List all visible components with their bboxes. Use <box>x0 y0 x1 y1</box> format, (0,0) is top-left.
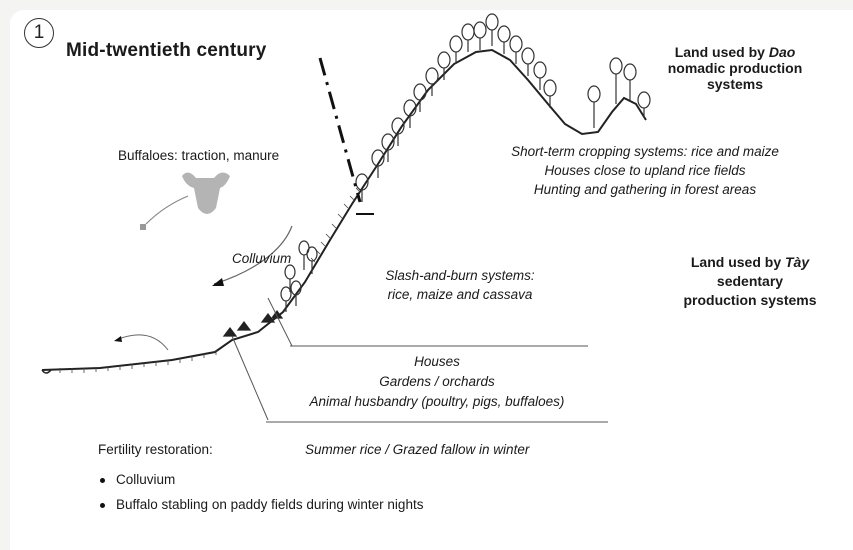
upland-line1: Short-term cropping systems: rice and ma… <box>460 142 830 161</box>
buffaloes-label: Buffaloes: traction, manure <box>118 148 279 163</box>
village-line1: Houses <box>262 352 612 372</box>
tay-land-label: Land used by Tày sedentary production sy… <box>655 253 845 310</box>
buffalo-arrow <box>146 196 188 224</box>
slash-and-burn-text: Slash-and-burn systems: rice, maize and … <box>350 266 570 304</box>
bullet-item-colluvium: Colluvium <box>116 472 175 487</box>
upland-line3: Hunting and gathering in forest areas <box>460 180 830 199</box>
village-zone-text: Houses Gardens / orchards Animal husband… <box>262 352 612 412</box>
lowland-arrow <box>116 335 168 350</box>
summer-rice-label: Summer rice / Grazed fallow in winter <box>305 442 529 457</box>
tay-line2: sedentary <box>655 272 845 291</box>
figure-number-badge: 1 <box>24 18 54 48</box>
upland-systems-text: Short-term cropping systems: rice and ma… <box>460 142 830 199</box>
altitude-marker <box>320 58 360 202</box>
slash-line2: rice, maize and cassava <box>350 285 570 304</box>
bullet-dot <box>100 478 105 483</box>
upland-line2: Houses close to upland rice fields <box>460 161 830 180</box>
dao-land-label: Land used by Dao nomadic production syst… <box>650 44 820 92</box>
dao-name: Dao <box>769 44 795 60</box>
tay-line1-prefix: Land used by <box>691 254 785 270</box>
colluvium-label: Colluvium <box>232 251 291 266</box>
slash-line1: Slash-and-burn systems: <box>350 266 570 285</box>
dao-line3: systems <box>650 76 820 92</box>
village-line3: Animal husbandry (poultry, pigs, buffalo… <box>262 392 612 412</box>
page-title: Mid-twentieth century <box>66 40 267 62</box>
dao-line2: nomadic production <box>650 60 820 76</box>
buffalo-icon <box>182 172 230 214</box>
bullet-dot <box>100 503 105 508</box>
dao-line1-prefix: Land used by <box>675 44 769 60</box>
bullet-item-buffalo-stabling: Buffalo stabling on paddy fields during … <box>116 497 423 512</box>
village-line2: Gardens / orchards <box>262 372 612 392</box>
slope-hatching <box>60 188 360 373</box>
terrain-profile <box>42 50 646 370</box>
tay-name: Tày <box>785 254 809 270</box>
village-houses <box>224 311 282 336</box>
fertility-restoration-label: Fertility restoration: <box>98 442 213 457</box>
tay-line3: production systems <box>655 291 845 310</box>
